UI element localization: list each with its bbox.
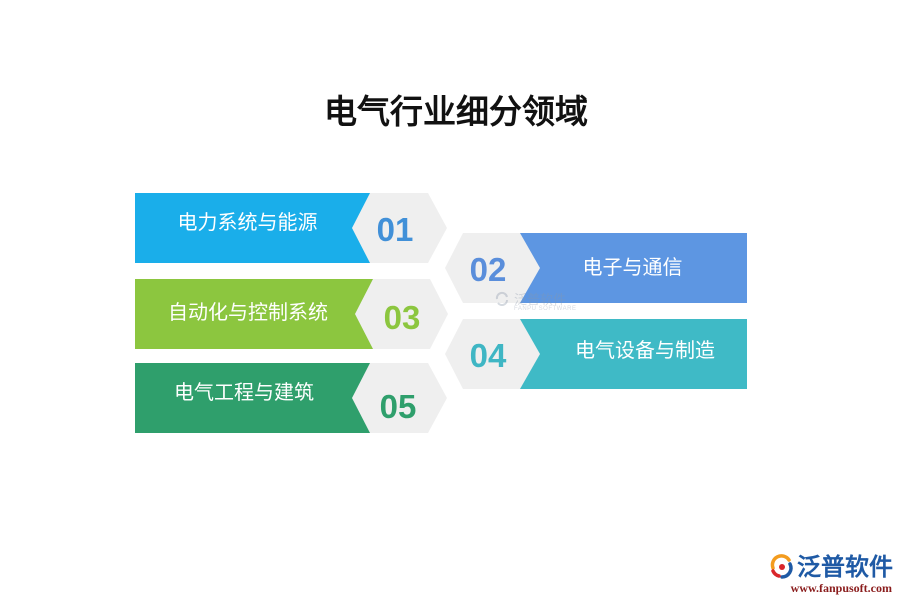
badge-04 <box>445 319 540 389</box>
banner-05 <box>135 363 370 433</box>
item-number-03: 03 <box>383 299 421 336</box>
banner-01 <box>135 193 370 263</box>
badge-02 <box>445 233 540 303</box>
item-number-01: 01 <box>376 211 414 248</box>
item-label-05: 电气工程与建筑 <box>174 380 314 404</box>
watermark-logo-icon <box>495 291 508 306</box>
item-label-02: 电子与通信 <box>582 255 683 279</box>
badge-05 <box>352 363 447 433</box>
banner-03 <box>135 279 373 349</box>
page-title: 电气行业细分领域 <box>324 92 588 131</box>
item-label-04: 电气设备与制造 <box>575 338 715 362</box>
item-label-03: 自动化与控制系统 <box>168 300 328 324</box>
brand-name: 泛普软件 <box>797 553 893 581</box>
item-label-01: 电力系统与能源 <box>177 210 318 234</box>
fanpu-logo-icon <box>770 554 793 579</box>
watermark-subtitle: FANPU SOFTWARE <box>514 306 577 312</box>
watermark-name: 泛普软件 <box>514 293 567 308</box>
item-number-02: 02 <box>469 251 507 288</box>
badge-01 <box>352 193 447 263</box>
item-number-05: 05 <box>379 388 417 425</box>
item-number-04: 04 <box>469 337 507 374</box>
brand-url: www.fanpusoft.com <box>790 581 892 595</box>
badge-03 <box>355 279 448 349</box>
watermark: 泛普软件 FANPU SOFTWARE <box>494 289 584 319</box>
